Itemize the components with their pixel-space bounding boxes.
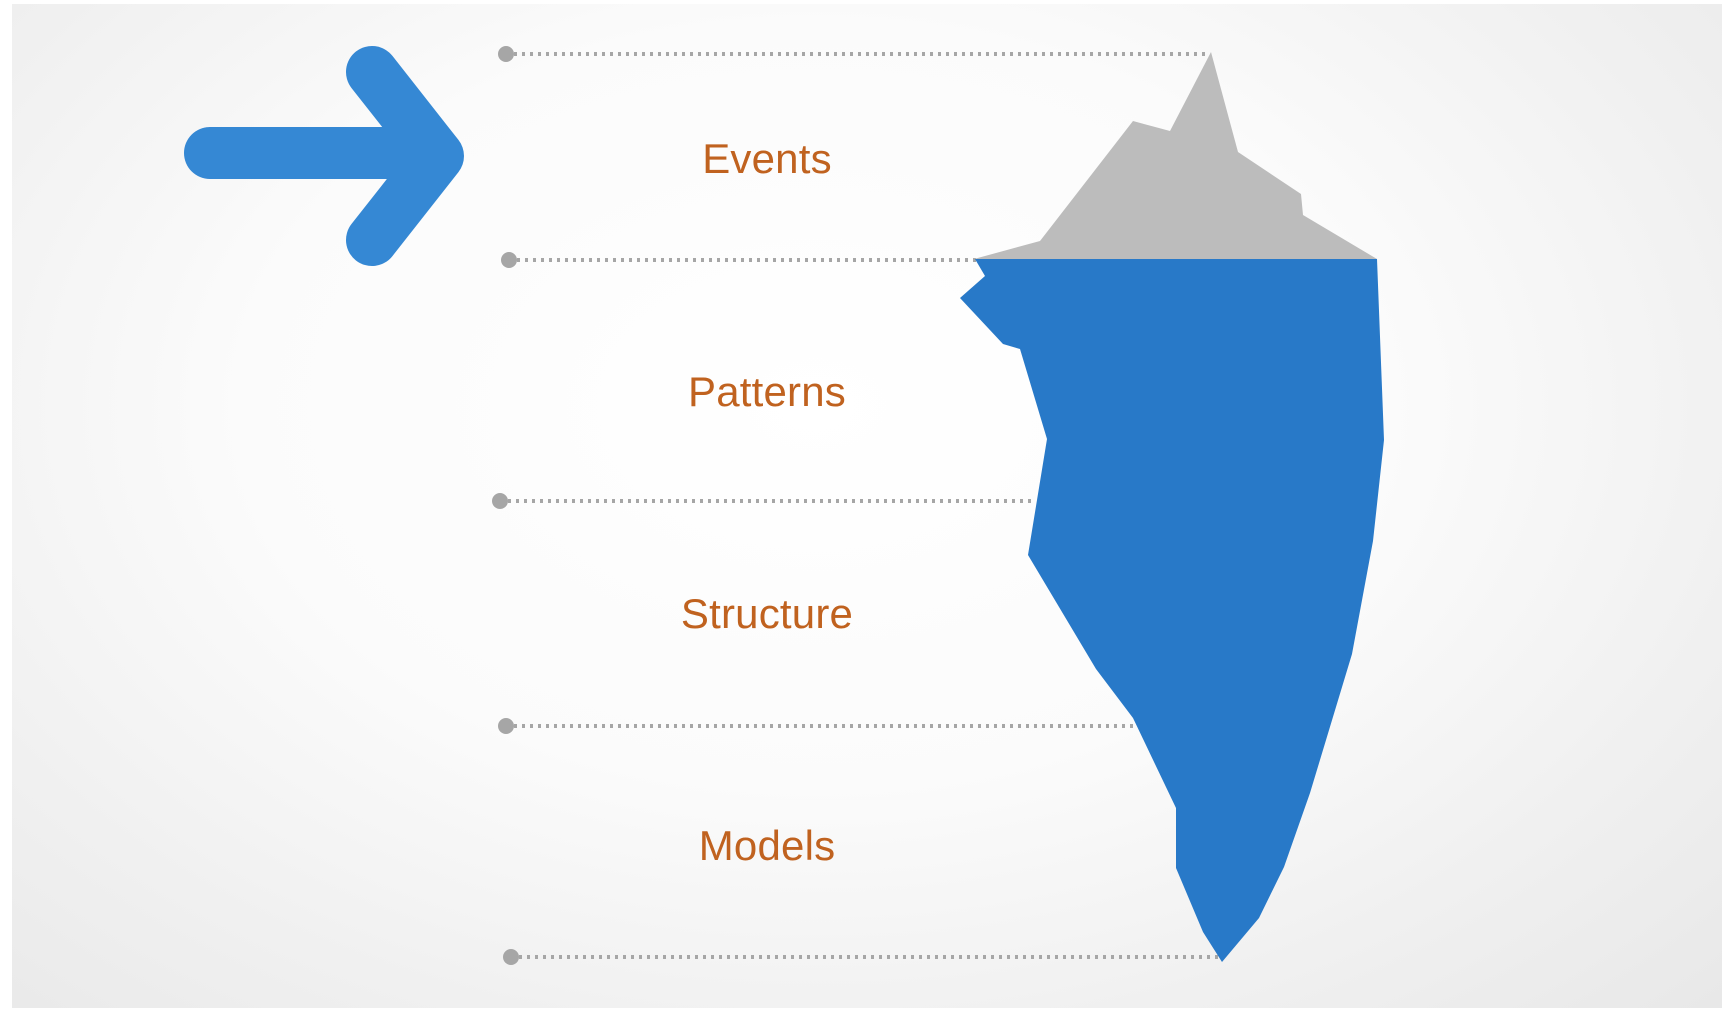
level-label-structure: Structure	[680, 590, 854, 637]
level-label-events: Events	[702, 135, 832, 182]
level-label-patterns: Patterns	[687, 368, 846, 415]
divider-lines	[492, 46, 1222, 965]
divider-line-waterline	[501, 252, 980, 268]
divider-line-lower	[498, 718, 1140, 734]
divider-line-top	[498, 46, 1210, 62]
divider-line-middle	[492, 493, 1035, 509]
level-label-models: Models	[698, 822, 836, 869]
iceberg-tip	[974, 52, 1377, 259]
right-arrow-icon	[184, 46, 464, 266]
iceberg-submerged	[960, 259, 1384, 962]
divider-line-bottom	[503, 949, 1222, 965]
iceberg	[960, 52, 1384, 962]
